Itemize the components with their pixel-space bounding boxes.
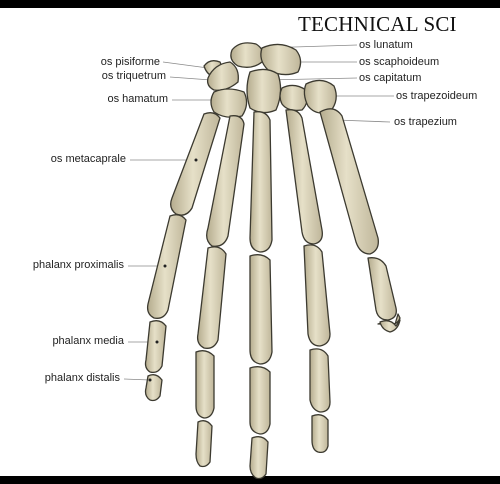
phalanx-distalis-ring bbox=[196, 421, 212, 467]
phalanx-proximal-thumb bbox=[368, 258, 396, 320]
phalanx-media-little bbox=[146, 321, 167, 373]
phalanx-media-middle bbox=[250, 367, 270, 434]
label-os-pisiforme: os pisiforme bbox=[70, 56, 160, 69]
phalanx-distalis-middle bbox=[250, 437, 268, 479]
metacarpal-little bbox=[171, 113, 220, 215]
label-phalanx-media: phalanx media bbox=[10, 335, 124, 348]
middle-phalanges bbox=[146, 321, 331, 434]
leader-pisiforme bbox=[163, 62, 208, 68]
phalanx-proximal-little bbox=[148, 215, 186, 319]
distal-phalanges bbox=[146, 314, 401, 479]
label-phalanx-proximalis: phalanx proximalis bbox=[4, 259, 124, 272]
metacarpal-index bbox=[286, 110, 322, 244]
metacarpal-thumb bbox=[320, 109, 378, 254]
label-phalanx-distalis: phalanx distalis bbox=[10, 372, 120, 385]
label-os-trapezoideum: os trapezoideum bbox=[396, 90, 477, 103]
label-os-lunatum: os lunatum bbox=[359, 39, 413, 52]
label-os-scaphoideum: os scaphoideum bbox=[359, 56, 439, 69]
leader-phalanx-distalis bbox=[124, 379, 150, 380]
phalanx-distalis-little bbox=[146, 375, 163, 401]
os-lunatum bbox=[231, 43, 263, 67]
phalanx-proximal-ring bbox=[198, 247, 226, 348]
phalanx-proximal-middle bbox=[250, 255, 272, 364]
label-os-trapezium: os trapezium bbox=[394, 116, 457, 129]
os-capitatum bbox=[247, 69, 281, 112]
carpal-bones bbox=[204, 43, 336, 117]
metacarpal-bones bbox=[171, 109, 379, 254]
label-os-metacaprale: os metacaprale bbox=[10, 153, 126, 166]
phalanx-media-ring bbox=[196, 351, 214, 418]
os-hamatum bbox=[211, 89, 247, 117]
phalanx-proximal-index bbox=[304, 245, 330, 346]
label-os-triquetrum: os triquetrum bbox=[60, 70, 166, 83]
dot-phalanx-proximalis bbox=[164, 265, 167, 268]
label-os-capitatum: os capitatum bbox=[359, 72, 421, 85]
os-trapezoideum bbox=[280, 85, 307, 110]
dot-phalanx-media bbox=[156, 341, 159, 344]
phalanx-distalis-index bbox=[312, 415, 328, 453]
phalanx-media-index bbox=[310, 349, 330, 412]
leader-triquetrum bbox=[170, 77, 211, 80]
dot-phalanx-distalis bbox=[149, 379, 152, 382]
dot-metacaprale bbox=[195, 159, 198, 162]
metacarpal-middle bbox=[250, 112, 272, 252]
label-os-hamatum: os hamatum bbox=[70, 93, 168, 106]
